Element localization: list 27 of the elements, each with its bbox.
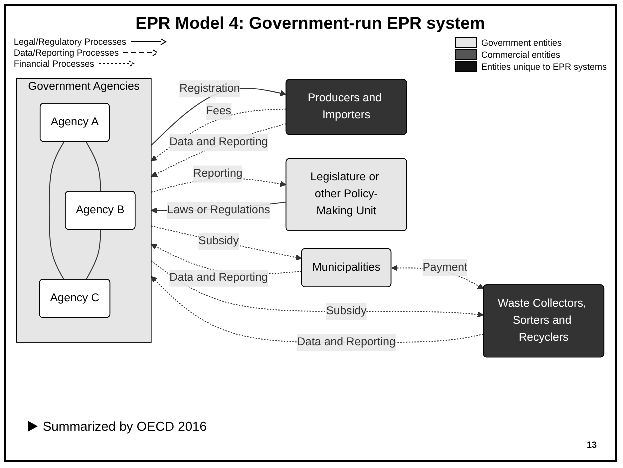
page-number: 13: [586, 440, 597, 450]
legend-text: Commercial entities: [481, 50, 560, 60]
edge-label: Data and Reporting: [297, 336, 396, 348]
edge-label: Laws or Regulations: [167, 204, 270, 216]
legend-text: Legal/Regulatory Processes: [14, 37, 127, 47]
edge-label: Payment: [422, 262, 468, 274]
edge-label: Reporting: [194, 168, 243, 180]
arrow: [151, 276, 484, 344]
edge-label: Registration: [180, 82, 240, 95]
edge-label: Fees: [206, 105, 232, 118]
legend-text: Data/Reporting Processes: [14, 48, 120, 58]
legend-text: Government entities: [481, 38, 562, 48]
arrow: [151, 124, 287, 178]
legend-text: Financial Processes: [14, 59, 95, 69]
edge-label: Data and Reporting: [170, 136, 268, 149]
arrow: [151, 88, 287, 146]
edge-label: Data and Reporting: [170, 272, 268, 284]
arrow: [151, 108, 287, 162]
slide-title: EPR Model 4: Government-run EPR system: [134, 14, 486, 34]
source-caption: Summarized by OECD 2016: [43, 419, 208, 434]
connector: [86, 142, 102, 192]
edge-label: Subsidy: [198, 235, 240, 248]
edge-label: Subsidy: [326, 305, 367, 318]
legend-text: Entities unique to EPR systems: [481, 62, 607, 72]
connector: [86, 230, 102, 280]
connector: [49, 142, 65, 280]
arrow: [151, 226, 302, 261]
